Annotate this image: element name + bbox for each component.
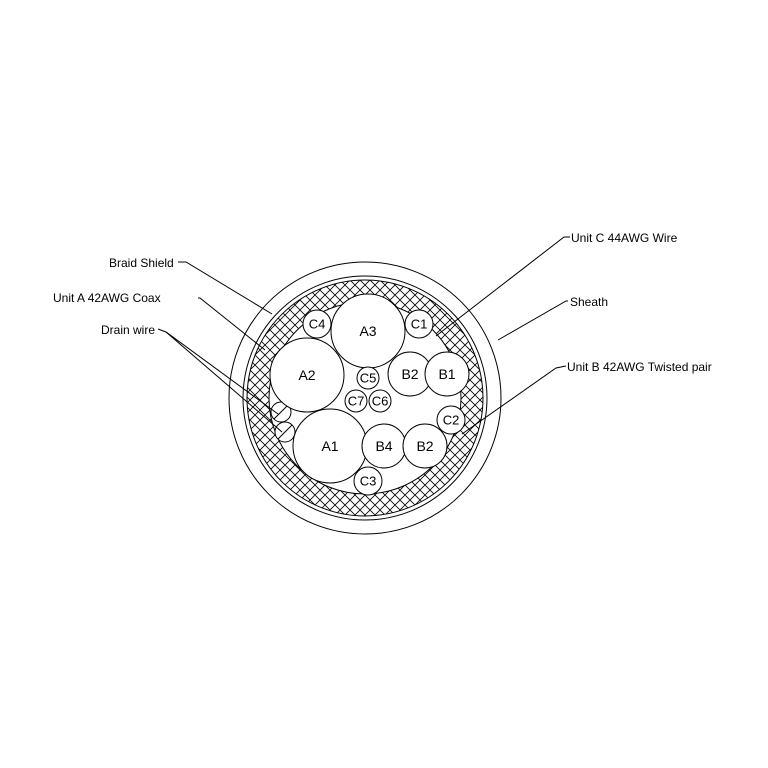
svg-text:C3: C3 bbox=[360, 474, 377, 489]
svg-text:C4: C4 bbox=[309, 317, 326, 332]
svg-text:C5: C5 bbox=[360, 371, 377, 386]
svg-text:B1: B1 bbox=[438, 366, 455, 382]
leader-sheath bbox=[497, 300, 568, 341]
unit-b-lower-pair: B4 B2 bbox=[361, 423, 448, 469]
leader-unit-b bbox=[461, 365, 567, 435]
conductor-c2: C2 bbox=[436, 405, 466, 435]
conductor-a1: A1 bbox=[292, 408, 368, 484]
svg-text:B4: B4 bbox=[375, 438, 392, 454]
drain-wire-2 bbox=[274, 421, 296, 443]
conductor-c1: C1 bbox=[404, 309, 434, 339]
svg-text:C1: C1 bbox=[411, 317, 428, 332]
svg-text:C6: C6 bbox=[372, 394, 389, 409]
leader-unit-c bbox=[435, 236, 570, 337]
leader-drain-wire-2 bbox=[165, 331, 283, 433]
svg-text:A2: A2 bbox=[298, 367, 315, 383]
svg-text:B2: B2 bbox=[401, 366, 418, 382]
conductor-c3: C3 bbox=[353, 466, 383, 496]
svg-text:A1: A1 bbox=[321, 438, 338, 454]
callout-unit-a: Unit A 42AWG Coax bbox=[53, 291, 161, 305]
callout-unit-c: Unit C 44AWG Wire bbox=[571, 231, 678, 245]
conductor-a3: A3 bbox=[330, 293, 406, 369]
conductor-c5: C5 bbox=[356, 366, 380, 390]
svg-text:A3: A3 bbox=[359, 323, 376, 339]
callout-sheath: Sheath bbox=[570, 295, 608, 309]
svg-text:C7: C7 bbox=[348, 394, 365, 409]
leader-braid-shield bbox=[178, 261, 273, 315]
callout-braid-shield: Braid Shield bbox=[109, 256, 174, 270]
conductor-c7: C7 bbox=[344, 389, 368, 413]
svg-text:B2: B2 bbox=[416, 438, 433, 454]
conductor-c4: C4 bbox=[302, 309, 332, 339]
unit-b-upper-pair: B2 B1 bbox=[387, 351, 470, 397]
conductor-c6: C6 bbox=[368, 389, 392, 413]
leader-unit-a bbox=[198, 297, 266, 351]
callout-drain-wire: Drain wire bbox=[101, 323, 155, 337]
braid-shield-outer bbox=[246, 279, 484, 517]
conductor-a2: A2 bbox=[269, 337, 345, 413]
svg-text:C2: C2 bbox=[443, 413, 460, 428]
callout-unit-b: Unit B 42AWG Twisted pair bbox=[567, 360, 712, 374]
